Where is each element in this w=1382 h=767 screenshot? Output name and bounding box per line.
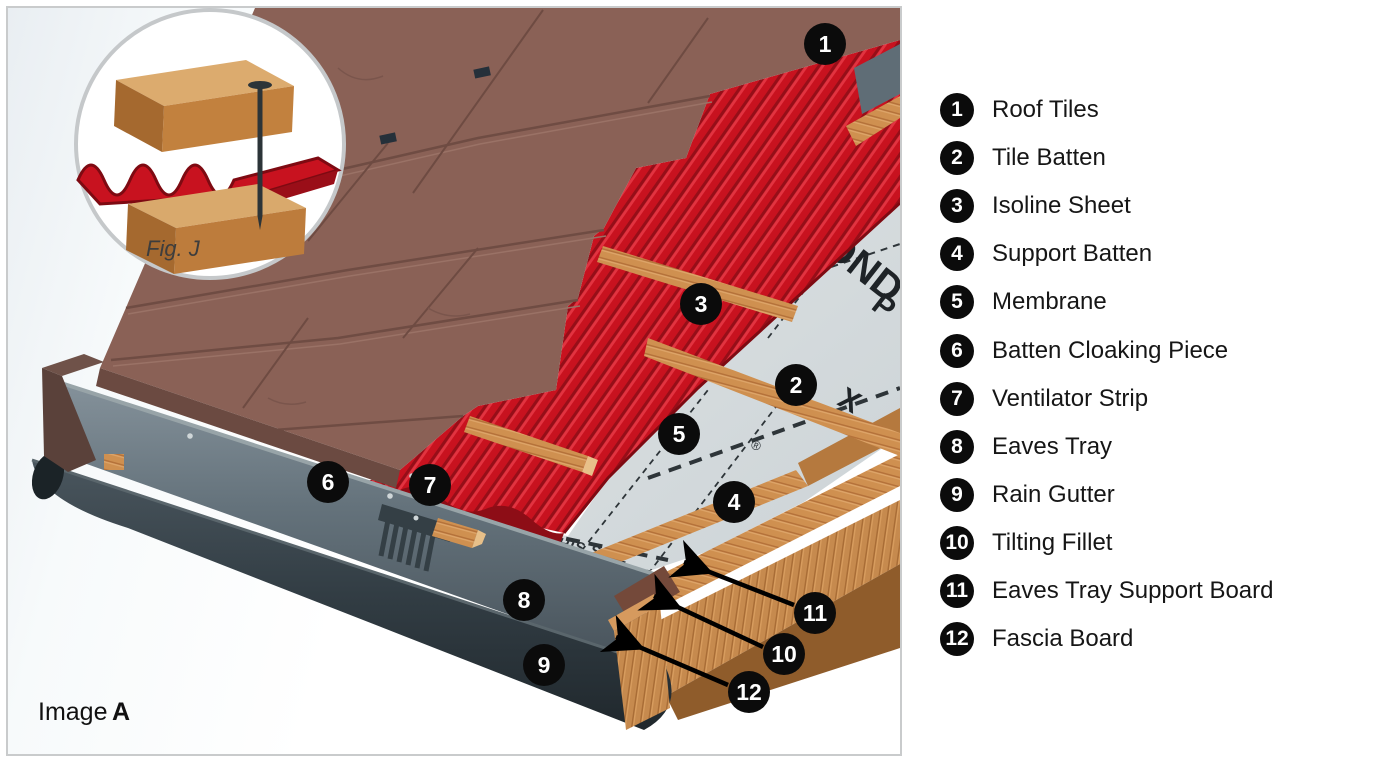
barge-board: [42, 354, 124, 472]
badge-9: 9: [523, 644, 565, 686]
callout-arrows: [599, 539, 795, 688]
svg-text:11: 11: [803, 600, 828, 626]
badge-11: 11: [794, 592, 836, 634]
legend-label-12: Fascia Board: [992, 625, 1134, 653]
legend-badge-9: 9: [940, 477, 974, 512]
inset-nail: [248, 81, 272, 230]
svg-text:8: 8: [518, 587, 531, 613]
arrow-10: [637, 573, 764, 650]
badge-7: 7: [409, 464, 451, 506]
legend-badge-12: 12: [940, 622, 974, 657]
arrow-12: [599, 614, 729, 688]
svg-text:5: 5: [673, 421, 686, 447]
legend-label-6: Batten Cloaking Piece: [992, 336, 1229, 364]
legend-item-tile-batten: 2 Tile Batten: [940, 134, 1273, 182]
legend-label-7: Ventilator Strip: [992, 384, 1149, 412]
svg-text:3: 3: [695, 291, 708, 317]
roof-cutaway-illustration: OND P X ® DE UP • THIS SIDE: [31, 8, 900, 730]
svg-text:7: 7: [424, 472, 437, 498]
legend-badge-5: 5: [940, 285, 974, 320]
image-label: Image A: [38, 698, 130, 726]
legend-item-tilting-fillet: 10 Tilting Fillet: [940, 519, 1273, 567]
legend-item-fascia-board: 12 Fascia Board: [940, 615, 1273, 663]
legend-item-batten-cloaking-piece: 6 Batten Cloaking Piece: [940, 326, 1273, 374]
badge-2: 2: [775, 364, 817, 406]
ventilator-strip: [378, 504, 486, 572]
badge-5: 5: [658, 413, 700, 455]
rain-gutter: [31, 452, 672, 730]
legend-label-3: Isoline Sheet: [992, 192, 1131, 220]
legend-badge-7: 7: [940, 381, 974, 416]
underlay-wedge: [854, 44, 900, 114]
badge-10: 10: [763, 633, 805, 675]
svg-text:6: 6: [322, 469, 335, 495]
diagram-panel: OND P X ® DE UP • THIS SIDE: [6, 6, 902, 756]
legend-badge-2: 2: [940, 141, 974, 176]
badge-12: 12: [728, 671, 770, 713]
legend-badge-8: 8: [940, 429, 974, 464]
svg-text:10: 10: [771, 641, 797, 667]
legend-badge-1: 1: [940, 93, 974, 128]
diagram-badges: 1 3 2 5 4 6 7 8 9 11 10 12: [307, 23, 846, 713]
legend-item-isoline-sheet: 3 Isoline Sheet: [940, 182, 1273, 230]
badge-3: 3: [680, 283, 722, 325]
legend-badge-6: 6: [940, 333, 974, 368]
legend-item-support-batten: 4 Support Batten: [940, 230, 1273, 278]
legend-item-ventilator-strip: 7 Ventilator Strip: [940, 375, 1273, 423]
legend-badge-4: 4: [940, 237, 974, 272]
svg-text:A: A: [112, 698, 130, 726]
legend-badge-11: 11: [940, 573, 974, 608]
svg-text:Image: Image: [38, 698, 107, 726]
svg-text:12: 12: [736, 679, 762, 705]
legend-label-4: Support Batten: [992, 240, 1153, 268]
legend-item-membrane: 5 Membrane: [940, 278, 1273, 326]
badge-8: 8: [503, 579, 545, 621]
svg-text:4: 4: [728, 489, 741, 515]
legend-label-5: Membrane: [992, 288, 1107, 316]
legend-item-eaves-tray-support-board: 11 Eaves Tray Support Board: [940, 567, 1273, 615]
legend-badge-3: 3: [940, 189, 974, 224]
legend-item-eaves-tray: 8 Eaves Tray: [940, 423, 1273, 471]
svg-text:1: 1: [819, 31, 832, 57]
badge-4: 4: [713, 481, 755, 523]
inset-detail-circle: Fig. J: [74, 8, 346, 280]
legend-item-rain-gutter: 9 Rain Gutter: [940, 471, 1273, 519]
arrow-11: [668, 539, 795, 608]
legend-badge-10: 10: [940, 525, 974, 560]
tile-clip: [379, 132, 397, 145]
legend-label-10: Tilting Fillet: [992, 528, 1113, 556]
legend-item-roof-tiles: 1 Roof Tiles: [940, 86, 1273, 134]
legend: 1 Roof Tiles 2 Tile Batten 3 Isoline She…: [940, 86, 1273, 663]
legend-label-9: Rain Gutter: [992, 480, 1115, 508]
svg-text:2: 2: [790, 372, 803, 398]
tile-clip: [473, 66, 491, 79]
legend-label-1: Roof Tiles: [992, 96, 1099, 124]
legend-label-8: Eaves Tray: [992, 432, 1113, 460]
svg-text:9: 9: [538, 652, 551, 678]
badge-6: 6: [307, 461, 349, 503]
legend-label-2: Tile Batten: [992, 144, 1106, 172]
batten-tip: [432, 518, 478, 548]
legend-label-11: Eaves Tray Support Board: [992, 576, 1274, 604]
tile-front-edge: [96, 368, 400, 488]
badge-1: 1: [804, 23, 846, 65]
inset-caption: Fig. J: [146, 236, 201, 261]
